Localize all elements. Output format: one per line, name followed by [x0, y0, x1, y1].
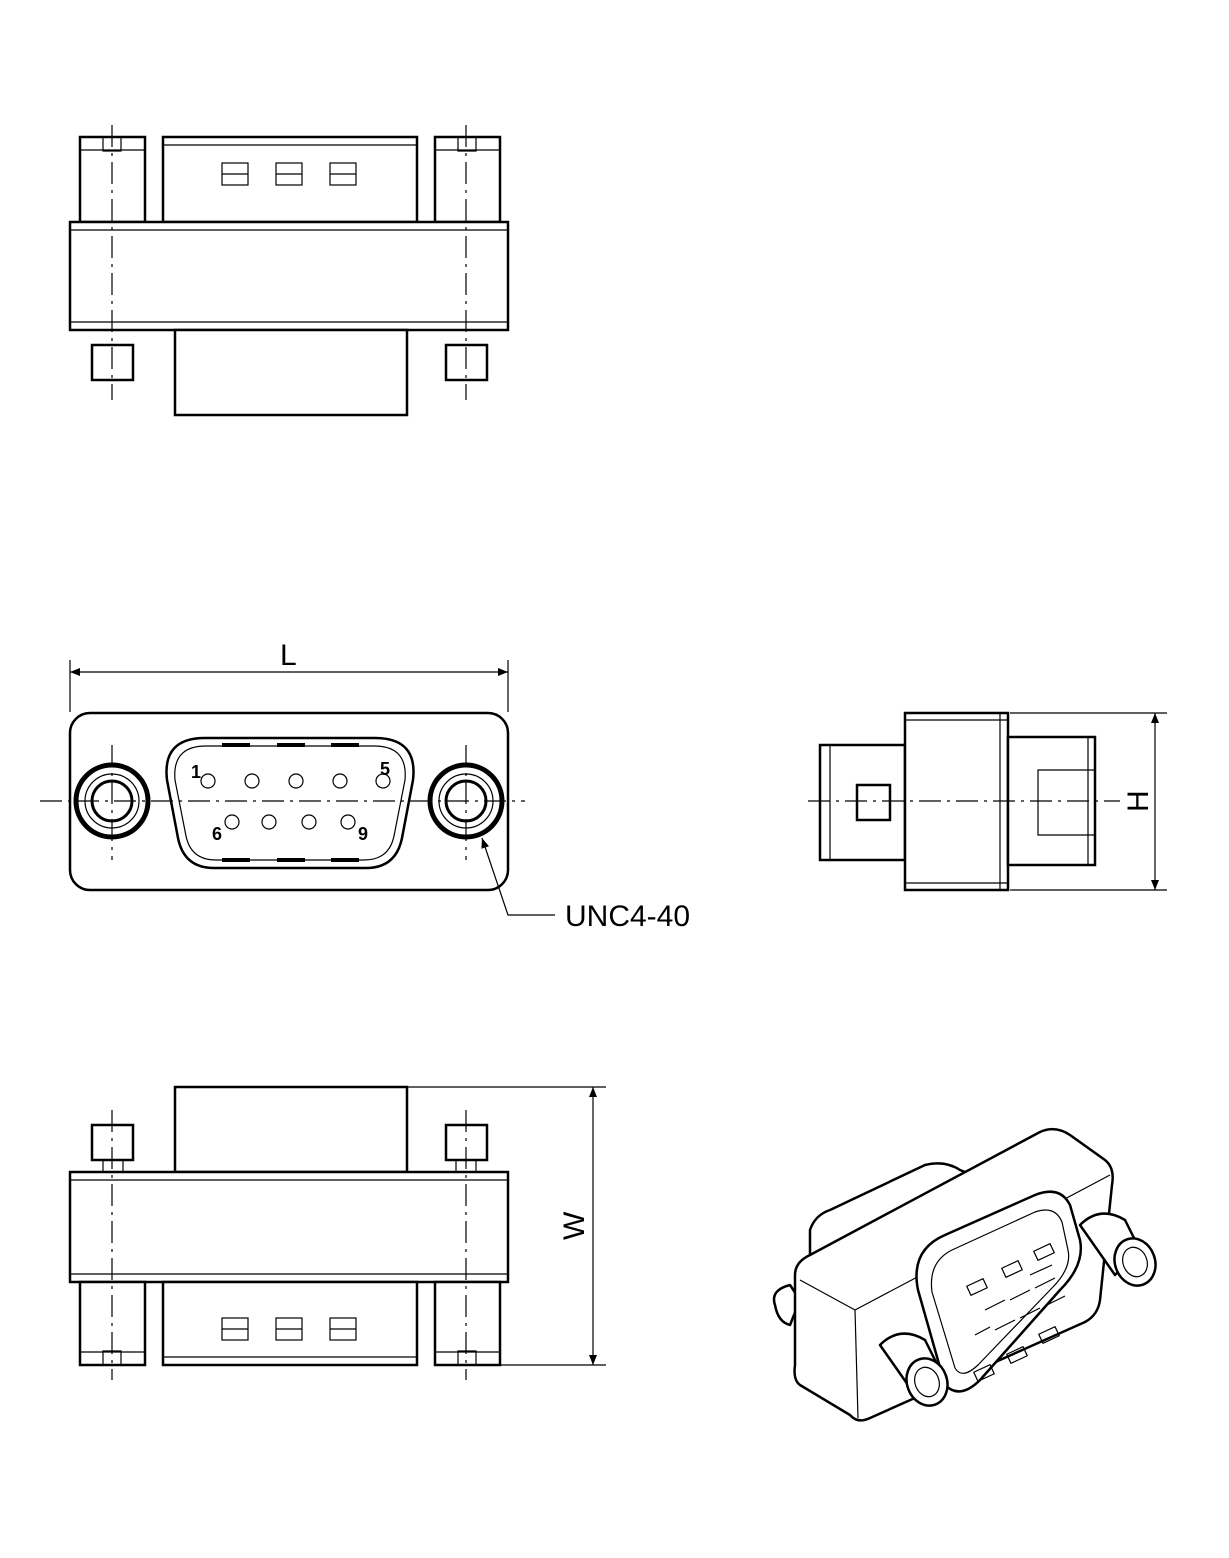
pin-label-6: 6: [212, 824, 222, 844]
iso-screw-right: [1078, 1212, 1157, 1287]
latch-slots: [221, 162, 357, 186]
top-view: [68, 125, 510, 417]
side-view: H: [808, 711, 1167, 892]
front-view: 1 5 6 9 L UNC4-40: [40, 639, 690, 933]
pin-label-5: 5: [380, 759, 390, 779]
pin-label-1: 1: [191, 762, 201, 782]
dimension-height-label: H: [1122, 790, 1155, 812]
iso-screw-left: [878, 1332, 949, 1407]
pins: [200, 773, 391, 830]
bottom-view: W: [68, 1085, 606, 1380]
dimension-length-label: L: [280, 639, 297, 672]
dimension-width-label: W: [558, 1211, 591, 1240]
pin-label-9: 9: [358, 824, 368, 844]
isometric-view: [772, 1127, 1157, 1422]
callout-leader: [481, 837, 555, 916]
thread-callout: UNC4-40: [565, 900, 690, 933]
